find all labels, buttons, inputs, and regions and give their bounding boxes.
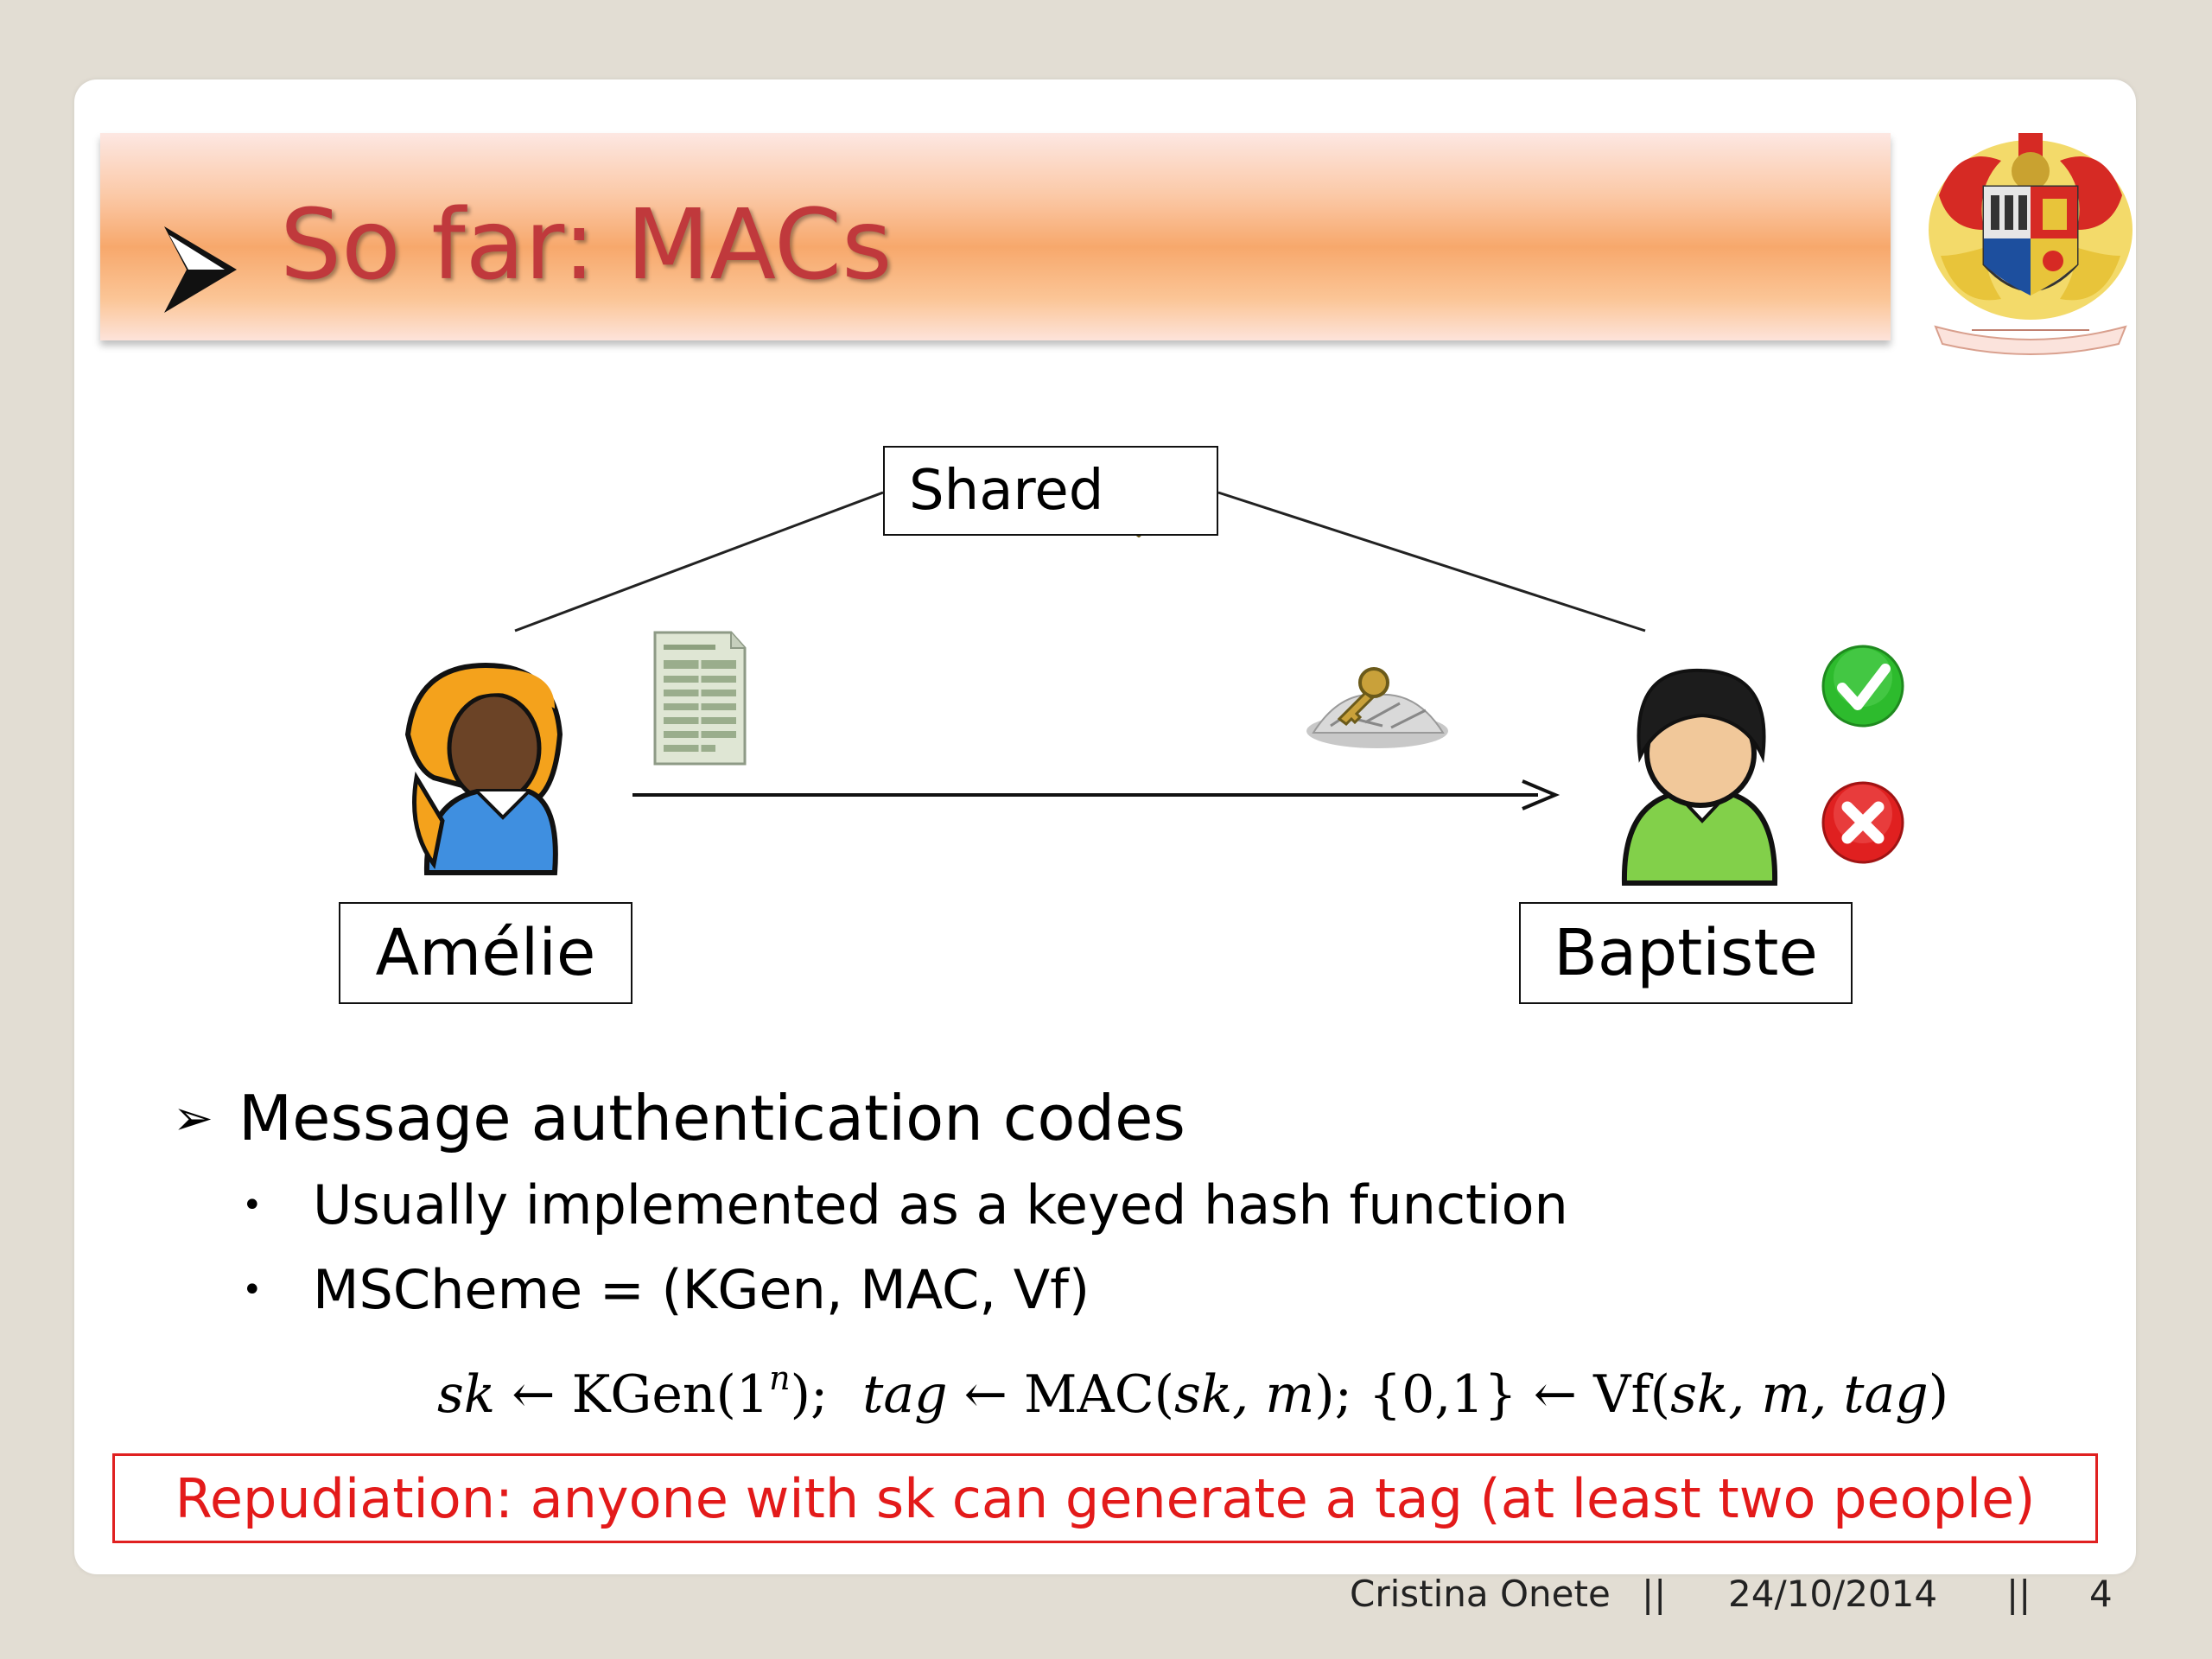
formula-arrow: ← — [512, 1364, 556, 1425]
sub-bullet: •Usually implemented as a keyed hash fun… — [242, 1179, 1568, 1232]
amelie-avatar — [404, 662, 563, 875]
title-arrow-icon — [164, 226, 237, 313]
bullet-arrow-icon: ➢ — [173, 1090, 213, 1147]
cross-icon — [1821, 781, 1904, 864]
shredded-key-icon — [1306, 667, 1448, 748]
bullet-dot-icon: • — [242, 1185, 263, 1225]
link-line-left — [514, 491, 884, 632]
formula-vf: Vf( — [1593, 1364, 1671, 1425]
main-bullet-text: Message authentication codes — [238, 1082, 1185, 1154]
formula-set: {0,1} — [1368, 1364, 1517, 1425]
repudiation-callout: Repudiation: anyone with sk can generate… — [112, 1453, 2098, 1543]
formula-kgen-close: ); — [790, 1364, 829, 1425]
formula-mac-args: sk, m — [1174, 1364, 1315, 1425]
formula-arrow: ← — [963, 1364, 1007, 1425]
footer-date: 24/10/2014 — [1728, 1573, 1938, 1615]
sender-label-box: Amélie — [339, 902, 632, 1004]
formula-mac-close: ); — [1314, 1364, 1352, 1425]
formula-mac: MAC( — [1023, 1364, 1175, 1425]
title-banner — [100, 133, 1891, 340]
sub-bullet-text: Usually implemented as a keyed hash func… — [313, 1173, 1568, 1236]
baptiste-avatar — [1621, 668, 1778, 886]
check-icon — [1821, 645, 1904, 728]
receiver-label-box: Baptiste — [1519, 902, 1853, 1004]
formula-tag: tag — [862, 1364, 948, 1425]
sub-bullet: •MSCheme = (KGen, MAC, Vf) — [242, 1263, 1090, 1317]
university-crest-icon — [1929, 133, 2133, 355]
repudiation-text: Repudiation: anyone with sk can generate… — [175, 1466, 2036, 1530]
message-arrow — [632, 779, 1560, 810]
formula-exponent: n — [769, 1359, 791, 1397]
footer-page-number: 4 — [2089, 1573, 2113, 1615]
receiver-label: Baptiste — [1554, 916, 1818, 990]
main-bullet: ➢Message authentication codes — [173, 1087, 1185, 1149]
formula-arrow: ← — [1533, 1364, 1578, 1425]
formula-vf-close: ) — [1928, 1364, 1949, 1425]
bullet-dot-icon: • — [242, 1270, 263, 1310]
shared-key-label-box: Shared — [883, 446, 1218, 536]
formula-sk: sk — [437, 1364, 496, 1425]
footer-author: Cristina Onete — [1350, 1573, 1611, 1615]
document-icon — [653, 631, 747, 766]
footer-separator: || — [2006, 1573, 2031, 1615]
link-line-right — [1217, 491, 1646, 632]
sender-label: Amélie — [375, 916, 596, 990]
footer-separator: || — [1642, 1573, 1667, 1615]
sub-bullet-text: MSCheme = (KGen, MAC, Vf) — [313, 1258, 1090, 1321]
mac-formula: sk ← KGen(1n);tag ← MAC(sk, m); {0,1} ← … — [437, 1362, 1948, 1421]
formula-vf-args: sk, m, tag — [1670, 1364, 1929, 1425]
shared-label: Shared — [909, 459, 1104, 523]
slide-title: So far: MACs — [280, 189, 893, 302]
formula-kgen: KGen(1 — [571, 1364, 770, 1425]
